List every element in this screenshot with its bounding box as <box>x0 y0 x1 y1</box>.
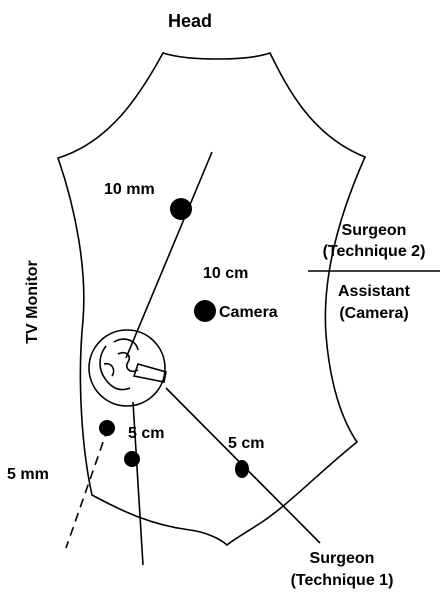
port-10mm <box>170 198 192 220</box>
assistant-label-line1: Assistant <box>338 283 411 300</box>
distance-5cm-left-label: 5 cm <box>128 425 164 442</box>
instrument-line-5mm-dashed <box>66 428 108 548</box>
port-5mm <box>99 420 115 436</box>
port-camera <box>194 300 216 322</box>
distance-5cm-right-label: 5 cm <box>228 435 264 452</box>
tv-monitor-label: TV Monitor <box>24 260 41 344</box>
surgeon-technique2-label-line1: Surgeon <box>342 222 407 239</box>
surgeon-technique2-label-line2: (Technique 2) <box>323 243 426 260</box>
surgeon-technique1-label-line1: Surgeon <box>310 550 375 567</box>
assistant-label-line2: (Camera) <box>339 305 408 322</box>
head-label: Head <box>168 11 212 31</box>
trocar-10mm-label: 10 mm <box>104 181 155 198</box>
target-organ <box>89 330 166 406</box>
camera-label: Camera <box>219 304 278 321</box>
port-5cm-right <box>235 460 249 478</box>
port-5cm-left <box>124 451 140 467</box>
surgeon-technique1-label-line2: (Technique 1) <box>291 572 394 589</box>
trocar-5mm-label: 5 mm <box>7 466 49 483</box>
body-outline <box>58 53 365 545</box>
distance-10cm-label: 10 cm <box>203 265 248 282</box>
